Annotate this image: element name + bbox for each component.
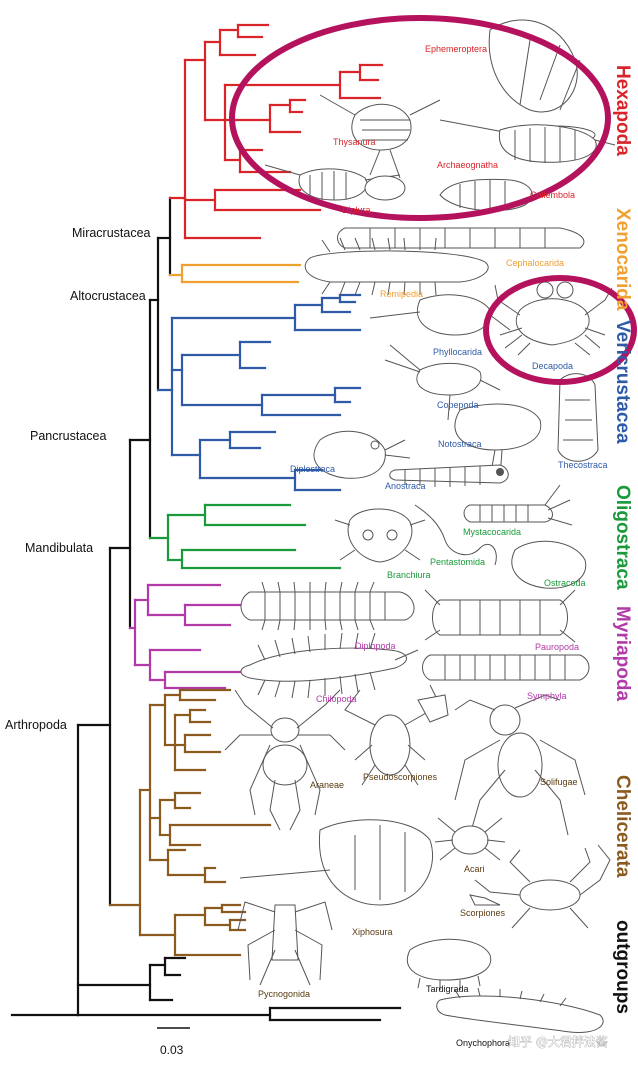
barnacle-drawing	[557, 373, 599, 462]
diplostraca-drawing	[313, 430, 411, 479]
xenocarida-subtree	[168, 263, 302, 284]
watermark-text: 知乎 @大君拌法酱	[508, 1034, 608, 1049]
taxon-label-ostracoda: Ostracoda	[544, 578, 586, 588]
taxon-label-pentastomida: Pentastomida	[430, 557, 485, 567]
decapoda-highlight-ellipse	[483, 275, 637, 385]
pycnogonid-drawing	[237, 901, 333, 986]
taxon-label-remipedia: Remipedia	[380, 289, 423, 299]
notostraca-drawing	[454, 403, 542, 479]
copepod-drawing	[384, 344, 501, 421]
cephalocarida-drawing	[337, 227, 585, 249]
solifugae-drawing	[454, 694, 586, 836]
taxon-label-onychophora: Onychophora	[456, 1038, 510, 1048]
taxon-label-solifugae: Solifugae	[540, 777, 578, 787]
hexapoda-highlight-ellipse	[229, 15, 611, 221]
tardigrade-drawing	[407, 938, 492, 990]
hexapoda-subtree	[168, 23, 384, 240]
taxon-label-notostraca: Notostraca	[438, 439, 482, 449]
branchiura-drawing	[334, 508, 426, 563]
node-label-mandibulata: Mandibulata	[25, 541, 93, 555]
bristletail-drawing	[498, 124, 616, 163]
taxon-label-mystacocarida: Mystacocarida	[463, 527, 521, 537]
clade-labels: Hexapoda Xenocarida Vericrustacea Oligos…	[612, 65, 633, 1014]
taxon-label-pauropoda: Pauropoda	[535, 642, 579, 652]
mite-drawing	[434, 817, 506, 861]
taxon-label-tardigrada: Tardigrada	[426, 984, 469, 994]
clade-label-vericrustacea: Vericrustacea	[612, 320, 633, 444]
taxon-label-acari: Acari	[464, 864, 485, 874]
taxon-label-diplostraca: Diplostraca	[290, 464, 335, 474]
oligostraca-subtree	[148, 503, 342, 570]
clade-label-chelicerata: Chelicerata	[612, 775, 633, 878]
taxon-label-copepoda: Copepoda	[437, 400, 479, 410]
vericrustacea-subtree	[156, 293, 362, 492]
node-label-arthropoda: Arthropoda	[5, 718, 67, 732]
node-label-pancrustacea: Pancrustacea	[30, 429, 106, 443]
taxon-label-pseudoscorpiones: Pseudoscorpiones	[363, 772, 438, 782]
clade-label-hexapoda: Hexapoda	[612, 65, 633, 156]
taxon-label-thecostraca: Thecostraca	[558, 460, 608, 470]
diplura-drawing	[264, 164, 406, 201]
centipede-drawing	[240, 632, 419, 699]
horseshoe-crab-drawing	[239, 819, 434, 906]
taxon-label-scorpiones: Scorpiones	[460, 908, 506, 918]
scale-bar-label: 0.03	[160, 1043, 184, 1057]
taxon-label-ephemeroptera: Ephemeroptera	[425, 44, 487, 54]
clade-label-myriapoda: Myriapoda	[612, 606, 633, 701]
clade-label-outgroups: outgroups	[612, 920, 633, 1014]
taxon-label-cephalocarida: Cephalocarida	[506, 258, 564, 268]
spider-drawing	[224, 689, 346, 831]
animal-illustrations	[224, 19, 616, 1034]
node-label-miracrustacea: Miracrustacea	[72, 226, 151, 240]
mystacocarida-drawing	[463, 484, 573, 526]
taxon-labels: Ephemeroptera Thysanura Archaeognatha Co…	[258, 44, 608, 1048]
clade-label-xenocarida: Xenocarida	[612, 208, 633, 311]
taxon-label-phyllocarida: Phyllocarida	[433, 347, 482, 357]
taxon-label-symphyla: Symphyla	[527, 691, 567, 701]
ostracod-drawing	[511, 540, 587, 589]
pentastomida-drawing	[414, 504, 497, 566]
clade-label-oligostraca: Oligostraca	[612, 485, 633, 590]
anostraca-drawing	[389, 464, 509, 487]
myriapoda-subtree	[128, 583, 242, 690]
taxon-label-collembola: Collembola	[530, 190, 575, 200]
taxon-label-chilopoda: Chilopoda	[316, 694, 357, 704]
velvet-worm-drawing	[436, 987, 604, 1034]
symphyla-drawing	[422, 654, 590, 681]
taxon-label-diplura: Diplura	[342, 205, 371, 215]
node-label-altocrustacea: Altocrustacea	[70, 289, 146, 303]
taxon-label-thysanura: Thysanura	[333, 137, 376, 147]
backbone-tree	[10, 196, 402, 1022]
pseudoscorpion-drawing	[344, 684, 449, 786]
taxon-label-decapoda: Decapoda	[532, 361, 573, 371]
taxon-label-diplopoda: Diplopoda	[355, 641, 396, 651]
taxon-label-branchiura: Branchiura	[387, 570, 431, 580]
pauropod-drawing	[424, 589, 576, 643]
remipedia-drawing	[304, 237, 489, 296]
scale-bar: 0.03	[157, 1027, 190, 1057]
millipede-drawing	[240, 581, 415, 631]
scorpion-drawing	[469, 844, 611, 929]
taxon-label-araneae: Araneae	[310, 780, 344, 790]
taxon-label-pycnogonida: Pycnogonida	[258, 989, 310, 999]
taxon-label-archaeognatha: Archaeognatha	[437, 160, 498, 170]
taxon-label-anostraca: Anostraca	[385, 481, 426, 491]
silverfish-drawing	[319, 94, 441, 179]
taxon-label-xiphosura: Xiphosura	[352, 927, 393, 937]
springtail-drawing	[439, 178, 533, 212]
watermark: 知乎 @大君拌法酱	[508, 1034, 608, 1050]
chelicerata-subtree	[108, 688, 272, 957]
phyllocarida-drawing	[369, 294, 511, 336]
